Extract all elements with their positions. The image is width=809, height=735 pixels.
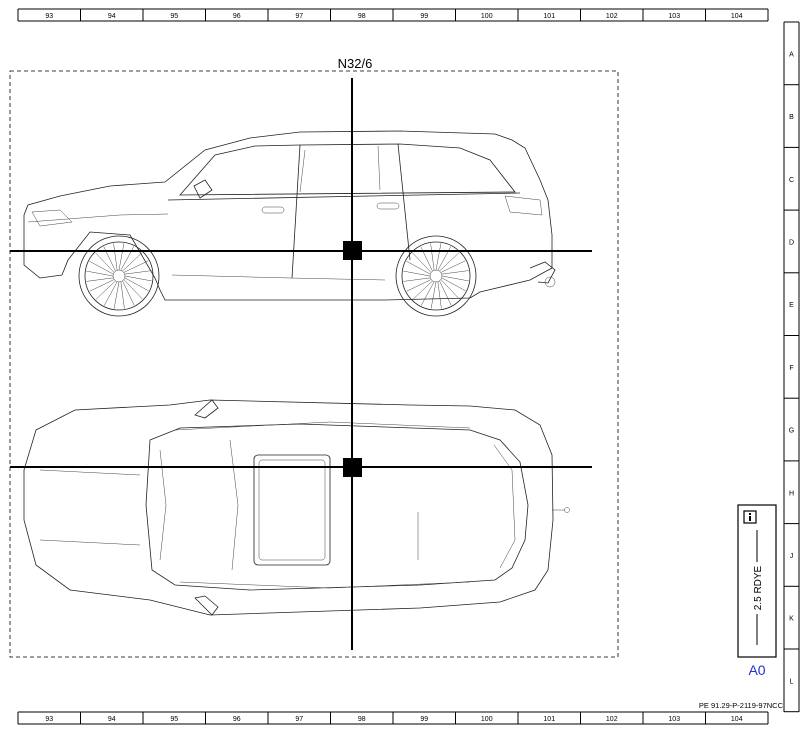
column-number-top: 93 (45, 13, 53, 20)
column-number-bottom: 104 (731, 716, 743, 723)
column-number-bottom: 102 (606, 716, 618, 723)
column-number-top: 103 (668, 13, 680, 20)
column-number-bottom: 101 (543, 716, 555, 723)
row-letter: J (790, 553, 794, 560)
column-number-top: 99 (420, 13, 428, 20)
car-top-view (23, 399, 570, 616)
info-icon[interactable] (743, 510, 757, 524)
column-number-top: 96 (233, 13, 241, 20)
row-letter: L (790, 678, 794, 685)
right-row-bar (783, 21, 800, 713)
row-letter: F (789, 365, 793, 372)
component-label: N32/6 (338, 56, 373, 71)
wire-info-box[interactable]: 2.5 RDYE (737, 504, 777, 658)
column-number-bottom: 100 (481, 716, 493, 723)
column-number-top: 97 (295, 13, 303, 20)
car-side-view (23, 130, 556, 317)
row-letter: C (789, 177, 794, 184)
column-number-bottom: 103 (668, 716, 680, 723)
locator-crosshair (10, 78, 592, 650)
connector-label[interactable]: A0 (748, 662, 765, 678)
row-letter: H (789, 490, 794, 497)
column-number-bottom: 99 (420, 716, 428, 723)
column-number-top: 104 (731, 13, 743, 20)
column-number-top: 98 (358, 13, 366, 20)
column-number-bottom: 97 (295, 716, 303, 723)
column-number-bottom: 98 (358, 716, 366, 723)
row-letter: E (789, 302, 794, 309)
column-number-top: 100 (481, 13, 493, 20)
row-letter: D (789, 239, 794, 246)
document-reference: PE 91.29-P-2119-97NCC (699, 701, 784, 710)
row-letter: A (789, 51, 794, 58)
column-number-bottom: 94 (108, 716, 116, 723)
component-marker-side[interactable] (343, 241, 362, 260)
top-column-bar (17, 8, 769, 22)
row-letter: K (789, 616, 794, 623)
bottom-column-bar (17, 711, 769, 725)
column-number-top: 95 (170, 13, 178, 20)
column-number-bottom: 95 (170, 716, 178, 723)
component-marker-top[interactable] (343, 458, 362, 477)
wire-spec: 2.5 RDYE (753, 565, 764, 610)
row-letter: B (789, 114, 794, 121)
column-number-top: 101 (543, 13, 555, 20)
column-number-top: 94 (108, 13, 116, 20)
column-number-bottom: 93 (45, 716, 53, 723)
row-letter: G (789, 428, 794, 435)
column-number-top: 102 (606, 13, 618, 20)
component-frame (9, 70, 619, 658)
column-number-bottom: 96 (233, 716, 241, 723)
